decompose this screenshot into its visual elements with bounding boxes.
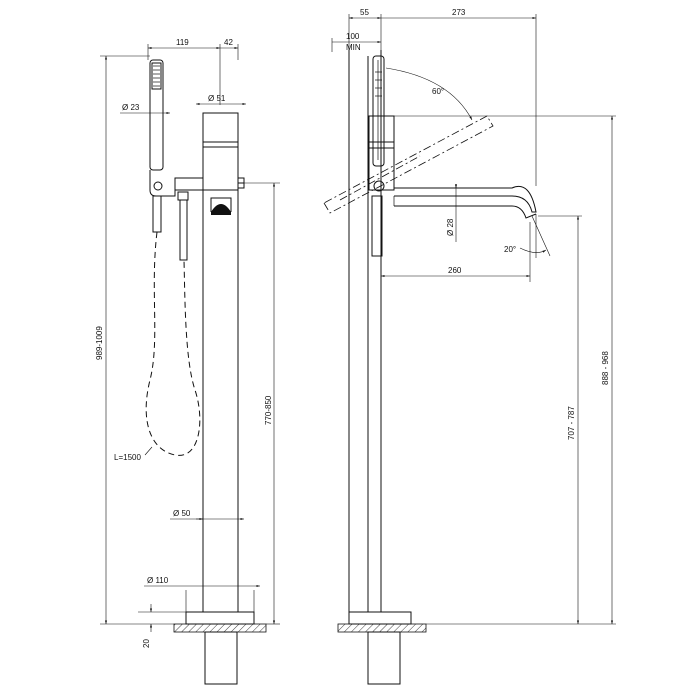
left-base bbox=[173, 611, 267, 685]
dim-d110: Ø 110 bbox=[147, 576, 169, 585]
right-lever-tilted bbox=[323, 115, 494, 214]
left-dim-spout-height: 770-850 bbox=[244, 182, 280, 625]
right-hand-shower bbox=[371, 55, 385, 257]
dim-d51: Ø 51 bbox=[208, 94, 226, 103]
left-view: 119 42 Ø 51 Ø 23 989-1009 770-850 bbox=[95, 38, 280, 685]
dim-20: 20 bbox=[142, 639, 151, 648]
right-dim-888: 888 - 968 bbox=[394, 115, 616, 625]
left-dim-hose: L=1500 bbox=[114, 446, 153, 462]
right-mixer-body bbox=[368, 115, 395, 191]
dim-770-850: 770-850 bbox=[264, 395, 273, 425]
dim-119: 119 bbox=[176, 38, 189, 47]
left-dim-d50: Ø 50 bbox=[170, 509, 244, 521]
right-spout bbox=[393, 186, 537, 219]
right-dim-top: 55 273 bbox=[348, 8, 537, 186]
right-dim-707: 707 - 787 bbox=[538, 215, 582, 624]
left-dim-d51: Ø 51 bbox=[196, 94, 246, 106]
right-view: 55 273 100 MIN 60° 888 - 968 707 - 787 bbox=[323, 8, 616, 685]
right-base bbox=[337, 611, 427, 685]
right-column bbox=[348, 50, 382, 612]
right-dim-260: 260 bbox=[381, 222, 531, 282]
left-dim-d110: Ø 110 bbox=[144, 576, 260, 612]
right-dim-angle-60: 60° bbox=[385, 67, 473, 121]
left-dim-d23: Ø 23 bbox=[120, 103, 170, 115]
dim-min-label: MIN bbox=[346, 43, 361, 52]
left-dim-base: 20 bbox=[138, 604, 186, 648]
left-mixer-body bbox=[202, 112, 245, 191]
dim-273: 273 bbox=[452, 8, 466, 17]
dim-888-968: 888 - 968 bbox=[601, 351, 610, 385]
right-dim-d28: Ø 28 bbox=[446, 184, 458, 242]
dim-d28: Ø 28 bbox=[446, 218, 455, 236]
dim-60deg: 60° bbox=[432, 87, 444, 96]
dim-d23: Ø 23 bbox=[122, 103, 140, 112]
left-hand-shower bbox=[149, 59, 189, 261]
left-dim-total-height: 989-1009 bbox=[95, 55, 174, 625]
left-shower-hose bbox=[145, 231, 201, 456]
dim-707-787: 707 - 787 bbox=[567, 406, 576, 440]
dim-42: 42 bbox=[224, 38, 233, 47]
dim-55: 55 bbox=[360, 8, 369, 17]
dim-260: 260 bbox=[448, 266, 462, 275]
dim-20deg: 20° bbox=[504, 245, 516, 254]
right-dim-min: 100 MIN bbox=[331, 32, 381, 52]
left-dim-top: 119 42 bbox=[147, 38, 239, 105]
right-dim-angle-20: 20° bbox=[504, 214, 551, 258]
dim-hose-length: L=1500 bbox=[114, 453, 141, 462]
dim-100: 100 bbox=[346, 32, 360, 41]
left-column bbox=[202, 190, 239, 612]
dim-d50: Ø 50 bbox=[173, 509, 191, 518]
dim-989-1009: 989-1009 bbox=[95, 326, 104, 360]
